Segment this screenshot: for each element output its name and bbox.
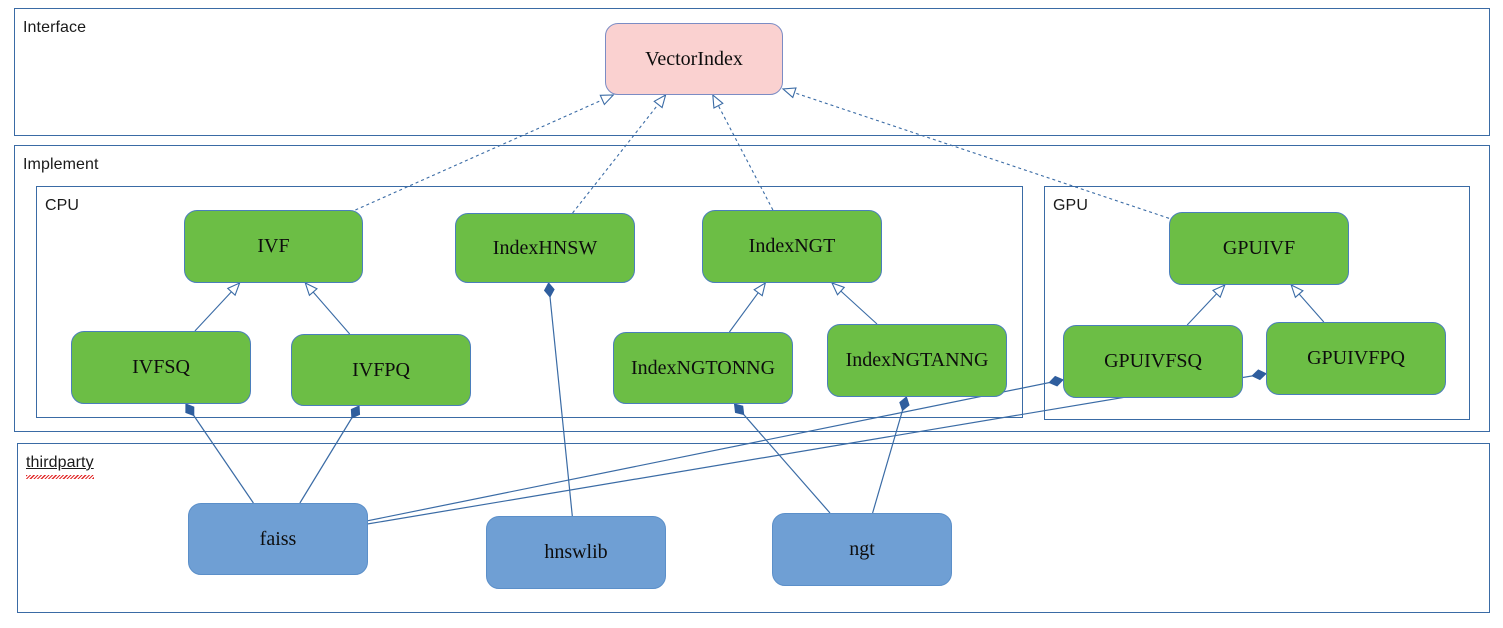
class-node-gpuivfsq[interactable]: GPUIVFSQ (1063, 325, 1243, 398)
class-node-faiss[interactable]: faiss (188, 503, 368, 575)
class-node-label: VectorIndex (645, 47, 743, 70)
class-node-label: IVFPQ (352, 358, 410, 381)
container-implement (14, 145, 1490, 432)
edge-ivfpq-to-ivf (304, 281, 351, 335)
edge-gpuivf-to-vectorindex (781, 87, 1170, 219)
class-node-ngt[interactable]: ngt (772, 513, 952, 586)
class-node-label: ngt (849, 538, 875, 560)
edge-faiss-to-gpuivfpq (367, 369, 1267, 525)
class-node-label: IndexNGT (748, 235, 836, 257)
edge-hnswlib-to-indexhnsw (543, 282, 573, 517)
edge-ivfsq-to-ivf (194, 281, 241, 332)
class-node-label: IVF (257, 235, 290, 257)
edge-ngt-to-indexngtonng (733, 403, 831, 514)
class-node-ivfpq[interactable]: IVFPQ (291, 334, 471, 406)
class-node-label: GPUIVFPQ (1307, 347, 1405, 369)
class-node-indexhnsw[interactable]: IndexHNSW (455, 213, 635, 283)
container-label-cpu: CPU (45, 197, 80, 214)
class-node-label: IndexNGTANNG (845, 349, 989, 371)
edge-indexngtonng-to-indexngt (728, 281, 767, 333)
spellcheck-underline (26, 475, 94, 479)
class-node-label: IndexNGTONNG (630, 356, 776, 379)
container-interface (14, 8, 1490, 136)
class-node-indexngtanng[interactable]: IndexNGTANNG (827, 324, 1007, 397)
edge-ivf-to-vectorindex (355, 94, 615, 211)
class-node-gpuivfpq[interactable]: GPUIVFPQ (1266, 322, 1446, 395)
edge-faiss-to-ivfpq (299, 405, 361, 504)
class-node-vectorindex[interactable]: VectorIndex (605, 23, 783, 95)
edge-indexhnsw-to-vectorindex (572, 93, 667, 214)
container-label-thirdparty: thirdparty (26, 454, 94, 471)
class-node-label: IndexHNSW (492, 236, 598, 259)
edge-indexngtanng-to-indexngt (830, 282, 878, 325)
container-label-gpu: GPU (1053, 197, 1088, 214)
edge-gpuivfsq-to-gpuivf (1186, 283, 1226, 326)
edge-indexngt-to-vectorindex (712, 93, 774, 211)
class-node-label: hnswlib (544, 541, 608, 563)
class-node-gpuivf[interactable]: GPUIVF (1169, 212, 1349, 285)
container-cpu (36, 186, 1023, 418)
class-node-label: IVFSQ (132, 356, 190, 378)
edge-faiss-to-gpuivfsq (367, 375, 1064, 522)
edge-faiss-to-ivfsq (185, 403, 254, 504)
class-node-ivf[interactable]: IVF (184, 210, 363, 283)
edge-gpuivfpq-to-gpuivf (1290, 283, 1325, 323)
edge-ngt-to-indexngtanng (872, 396, 910, 514)
container-label-interface: Interface (23, 19, 87, 36)
class-node-ivfsq[interactable]: IVFSQ (71, 331, 251, 404)
container-gpu (1044, 186, 1470, 420)
container-thirdparty (17, 443, 1490, 613)
class-node-hnswlib[interactable]: hnswlib (486, 516, 666, 589)
class-node-label: GPUIVF (1222, 237, 1296, 259)
class-node-label: faiss (259, 527, 297, 550)
class-node-label: GPUIVFSQ (1104, 350, 1202, 372)
class-node-indexngtonng[interactable]: IndexNGTONNG (613, 332, 793, 404)
class-node-indexngt[interactable]: IndexNGT (702, 210, 882, 283)
container-label-implement: Implement (23, 156, 99, 173)
